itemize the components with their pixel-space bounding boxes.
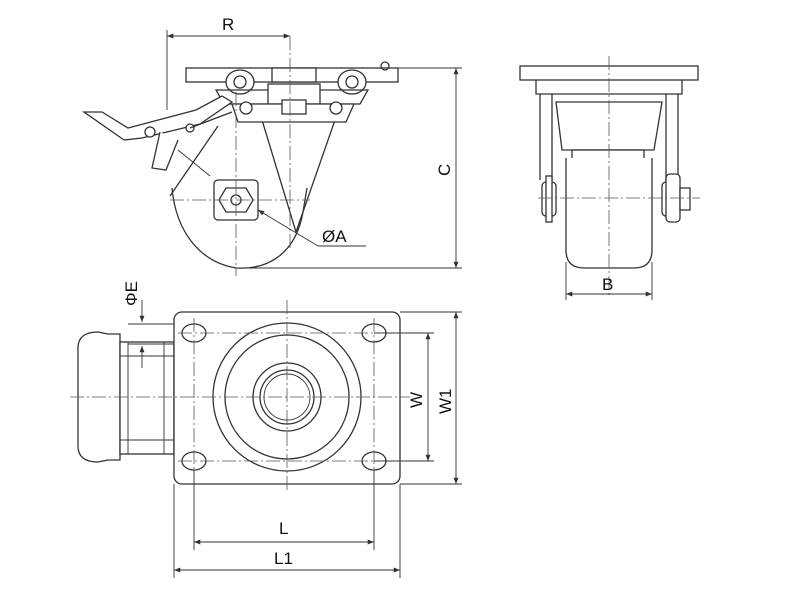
side-view-top-plate <box>185 61 399 95</box>
side-view: R C ØA <box>81 15 462 276</box>
label-w: W <box>407 392 426 408</box>
dimension-l1: L1 <box>173 484 401 578</box>
label-l1: L1 <box>274 549 293 568</box>
dimension-c: C <box>236 67 462 269</box>
label-r: R <box>222 15 234 34</box>
dimension-e: ΦE <box>122 281 174 368</box>
front-view-axle-bolt <box>541 173 691 223</box>
dimension-l: L <box>193 470 375 550</box>
dimension-w: W <box>374 332 434 462</box>
top-view: ΦE W W1 L L1 <box>70 281 462 578</box>
label-e: ΦE <box>122 281 141 306</box>
front-view: B <box>519 56 700 300</box>
label-b: B <box>602 275 613 294</box>
swivel-bearing <box>214 83 370 123</box>
label-a: ØA <box>322 227 347 246</box>
dimension-w1: W1 <box>400 311 462 485</box>
dimension-b: B <box>565 262 653 300</box>
dimension-a: ØA <box>257 209 366 247</box>
brake-lever <box>81 95 234 177</box>
dimension-r: R <box>166 15 290 110</box>
label-l: L <box>279 519 288 538</box>
label-w1: W1 <box>436 389 455 415</box>
label-c: C <box>435 164 454 176</box>
